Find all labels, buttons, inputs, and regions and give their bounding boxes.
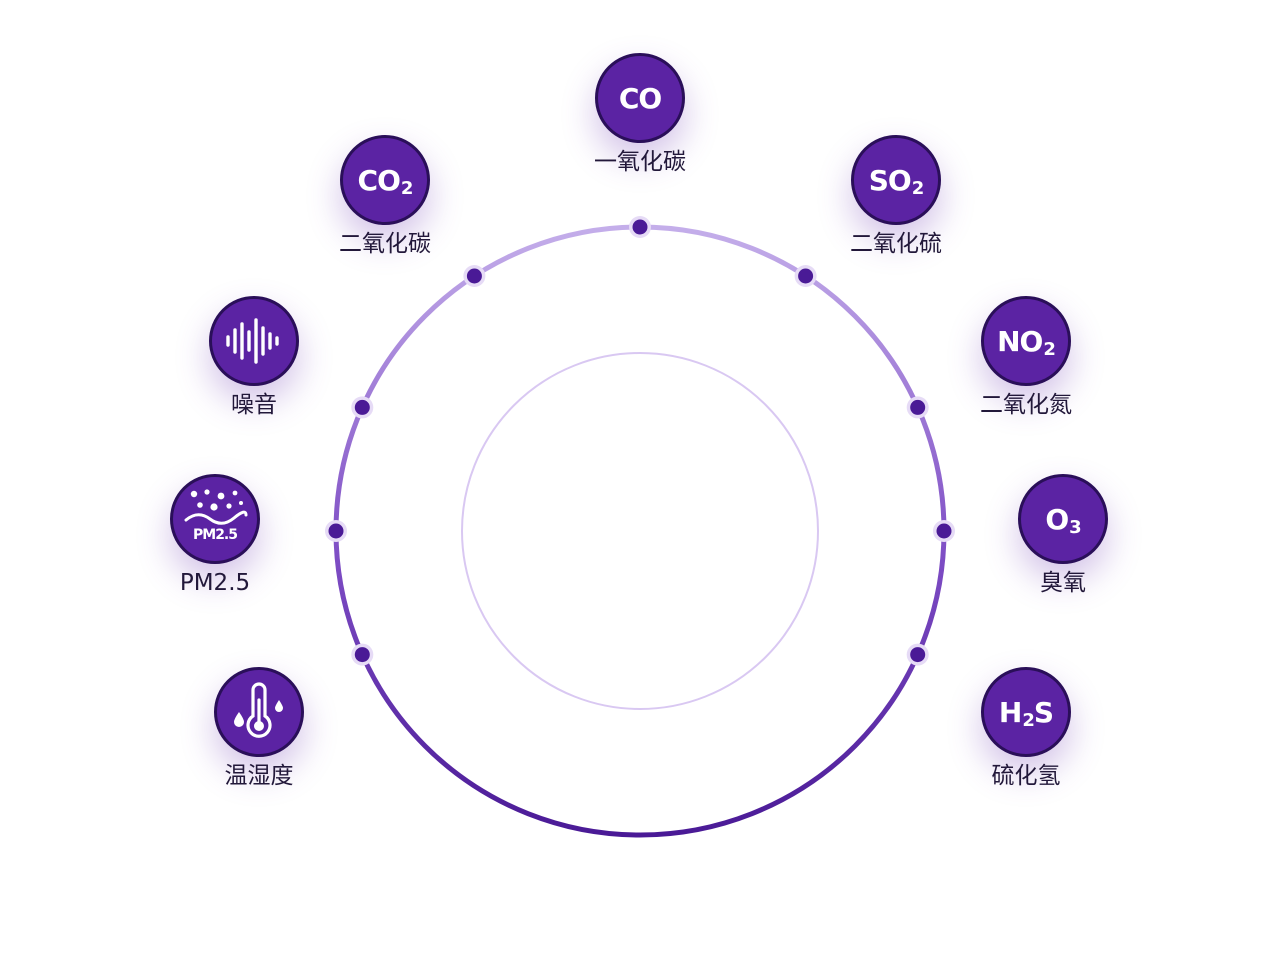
ring-dot xyxy=(910,399,926,415)
sensor-label-o3: 臭氧 xyxy=(1040,570,1086,596)
co-text-icon: CO xyxy=(618,81,662,115)
ring-dot xyxy=(798,268,814,284)
ring-dot xyxy=(354,647,370,663)
th-badge[interactable] xyxy=(214,667,304,757)
ring-dot xyxy=(354,399,370,415)
sensor-label-no2: 二氧化氮 xyxy=(980,392,1072,418)
sensor-label-pm25: PM2.5 xyxy=(179,570,251,596)
inner-ring xyxy=(461,352,819,710)
sensor-temperature-humidity[interactable]: 温湿度 xyxy=(189,667,329,807)
ring-dot xyxy=(910,647,926,663)
particles-icon: PM2.5 xyxy=(184,489,248,543)
sensor-label-noise: 噪音 xyxy=(231,392,277,418)
sensor-label-co2: 二氧化碳 xyxy=(339,231,431,257)
ring-dot xyxy=(328,523,344,539)
ring-dots xyxy=(325,216,955,666)
thermometer-droplet-icon xyxy=(234,682,283,738)
sensor-label-co: 一氧化碳 xyxy=(594,149,686,175)
ring-dot xyxy=(632,219,648,235)
pm25-badge[interactable]: PM2.5 xyxy=(170,474,260,564)
sound-wave-icon xyxy=(226,318,279,364)
sensor-label-h2s: 硫化氢 xyxy=(991,763,1061,789)
ring-dot xyxy=(936,523,952,539)
noise-badge[interactable] xyxy=(209,296,299,386)
co-badge[interactable]: CO xyxy=(595,53,685,143)
pm25-icon-text: PM2.5 xyxy=(193,527,237,543)
ring-dot xyxy=(466,268,482,284)
sensor-co[interactable]: CO 一氧化碳 xyxy=(570,53,710,193)
sensor-noise[interactable]: 噪音 xyxy=(184,296,324,436)
sensor-label-temperature-humidity: 温湿度 xyxy=(224,763,294,789)
sensor-label-so2: 二氧化硫 xyxy=(850,231,942,257)
sensor-pm25[interactable]: PM2.5 PM2.5 xyxy=(145,474,285,614)
